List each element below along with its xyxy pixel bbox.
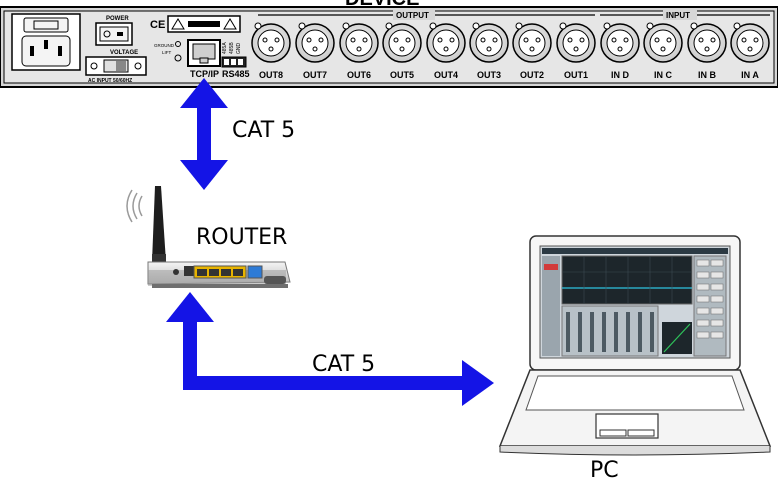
- lift-label: LIFT: [162, 50, 172, 55]
- xlr-output-2-label: OUT2: [520, 70, 544, 80]
- ac-power-socket: [11, 13, 81, 71]
- xlr-output-2: OUT2: [512, 22, 552, 80]
- xlr-output-3: OUT3: [469, 22, 509, 80]
- arrow-down-icon: [180, 160, 228, 190]
- xlr-input-a-label: IN A: [741, 70, 759, 80]
- xlr-output-6: OUT6: [339, 22, 379, 80]
- rs485-pin-gnd: GND: [236, 43, 242, 55]
- cat5-cable-device-router: [180, 78, 228, 190]
- xlr-output-3-label: OUT3: [477, 70, 501, 80]
- pc-label: PC: [590, 458, 619, 483]
- xlr-output-7-label: OUT7: [303, 70, 327, 80]
- ac-input-label: AC INPUT 50/60HZ: [88, 78, 132, 84]
- xlr-output-1-label: OUT1: [564, 70, 588, 80]
- input-group-label: INPUT: [666, 11, 690, 20]
- arrow-up-icon: [166, 292, 214, 322]
- xlr-connectors: OUT8 OUT7 OUT6 OUT5 OUT4 OUT3 OUT2 OUT1 IN D IN C…: [251, 22, 770, 80]
- arrow-up-icon: [180, 78, 228, 108]
- xlr-input-d-label: IN D: [611, 70, 630, 80]
- xlr-input-c-label: IN C: [654, 70, 673, 80]
- xlr-input-b-label: IN B: [698, 70, 717, 80]
- ce-mark: CE: [150, 19, 165, 31]
- ground-label: GROUND: [154, 43, 175, 48]
- router-label: ROUTER: [196, 225, 288, 250]
- arrow-right-icon: [462, 360, 494, 406]
- xlr-input-a: IN A: [730, 22, 770, 80]
- xlr-output-4-label: OUT4: [434, 70, 458, 80]
- cat5-cable-router-pc: [166, 292, 494, 406]
- dsp-software-screen: [542, 248, 728, 357]
- tcpip-port: TCP/IP: [187, 39, 221, 79]
- device-title: DEVICE: [345, 0, 419, 10]
- xlr-output-7: OUT7: [295, 22, 335, 80]
- cat5-label-device-router: CAT 5: [232, 118, 296, 143]
- voltage-selector: VOLTAGE AC INPUT 50/60HZ: [85, 50, 147, 84]
- voltage-label: VOLTAGE: [110, 50, 138, 56]
- tcpip-label: TCP/IP: [190, 69, 219, 79]
- xlr-input-c: IN C: [643, 22, 683, 80]
- xlr-output-4: OUT4: [426, 22, 466, 80]
- xlr-output-8: OUT8: [251, 22, 291, 80]
- device-rear-panel: DEVICE POWER VOLTAGE: [0, 0, 778, 88]
- xlr-output-6-label: OUT6: [347, 70, 371, 80]
- xlr-output-5: OUT5: [382, 22, 422, 80]
- rs485-pin-b: 485B: [229, 42, 235, 54]
- xlr-output-1: OUT1: [556, 22, 596, 80]
- xlr-input-b: IN B: [687, 22, 727, 80]
- xlr-output-8-label: OUT8: [259, 70, 283, 80]
- ground-lift-switch: GROUND LIFT: [154, 41, 182, 62]
- wifi-signal-icon: [126, 189, 143, 223]
- rs485-label: RS485: [222, 69, 250, 79]
- xlr-output-5-label: OUT5: [390, 70, 414, 80]
- power-switch: POWER: [95, 16, 133, 46]
- cat5-label-router-pc: CAT 5: [312, 352, 376, 377]
- power-label: POWER: [106, 16, 129, 22]
- pc-laptop: [498, 235, 772, 456]
- xlr-input-d: IN D: [600, 22, 640, 80]
- router-illustration: [126, 186, 291, 288]
- rs485-pin-a: 485A: [222, 42, 228, 54]
- warning-label-icon: [167, 15, 241, 33]
- output-group-label: OUTPUT: [396, 11, 429, 20]
- rs485-terminal: 485A 485B GND RS485: [221, 42, 250, 79]
